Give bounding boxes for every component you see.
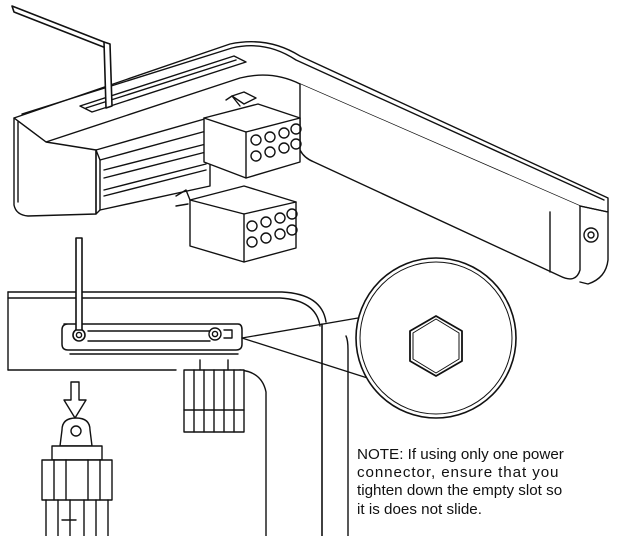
standalone-connector <box>41 417 113 536</box>
note-line-2: connector, ensure that you <box>357 464 560 482</box>
magnified-callout <box>241 257 517 419</box>
allen-key-icon <box>11 5 113 109</box>
note-line-1: NOTE: If using only one power <box>357 446 564 463</box>
note-line-3: tighten down the empty slot so <box>357 482 563 500</box>
lower-power-connector <box>175 185 298 263</box>
down-arrow-icon <box>63 381 87 419</box>
inserted-connector <box>183 359 245 433</box>
l-bracket-assembly <box>13 41 609 285</box>
upper-power-connector <box>203 95 302 179</box>
note-line-4: it is does not slide. <box>357 500 482 518</box>
installation-note: NOTE: If using only one power connector,… <box>357 446 627 519</box>
allen-key-side-icon <box>75 237 83 331</box>
hex-socket-icon <box>409 315 463 377</box>
